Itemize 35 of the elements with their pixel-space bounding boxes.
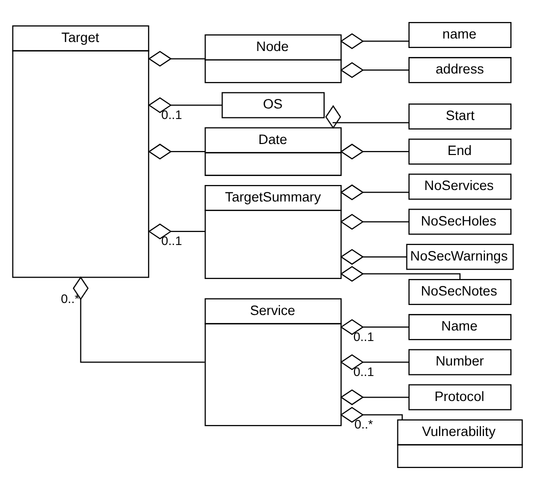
connector (340, 248, 407, 265)
edge-label: 0..1 (161, 108, 182, 122)
node-box: NoSecWarnings (406, 244, 514, 270)
node-box: NoSecNotes (408, 278, 512, 305)
connector (340, 354, 409, 370)
node-box: Start (408, 103, 512, 130)
connector (325, 105, 409, 129)
connector (148, 224, 205, 240)
node-box: End (408, 138, 512, 165)
node-box: NoSecHoles (408, 208, 512, 235)
edge-label: 0..* (354, 418, 373, 432)
connector (340, 406, 403, 423)
connector (340, 62, 409, 78)
connector (340, 33, 409, 50)
connector (340, 319, 409, 335)
connector (340, 184, 409, 200)
node-box: Protocol (408, 384, 512, 410)
edge-label: 0..* (60, 292, 80, 306)
connector (148, 97, 222, 114)
edge-label: 0..1 (161, 234, 182, 248)
connector (148, 50, 205, 67)
edge-label: 0..1 (353, 330, 374, 344)
node-box: address (408, 57, 512, 84)
connector (340, 144, 409, 160)
node-box: name (408, 22, 512, 48)
connector (340, 266, 461, 282)
node-box: OS (222, 92, 325, 118)
edge-label: 0..1 (353, 364, 374, 379)
connector (72, 276, 205, 363)
node-box: Number (408, 349, 512, 376)
connector (340, 389, 409, 406)
connector (340, 214, 409, 230)
connector (148, 144, 205, 160)
node-box: NoServices (408, 174, 512, 200)
node-box: Name (408, 314, 512, 340)
